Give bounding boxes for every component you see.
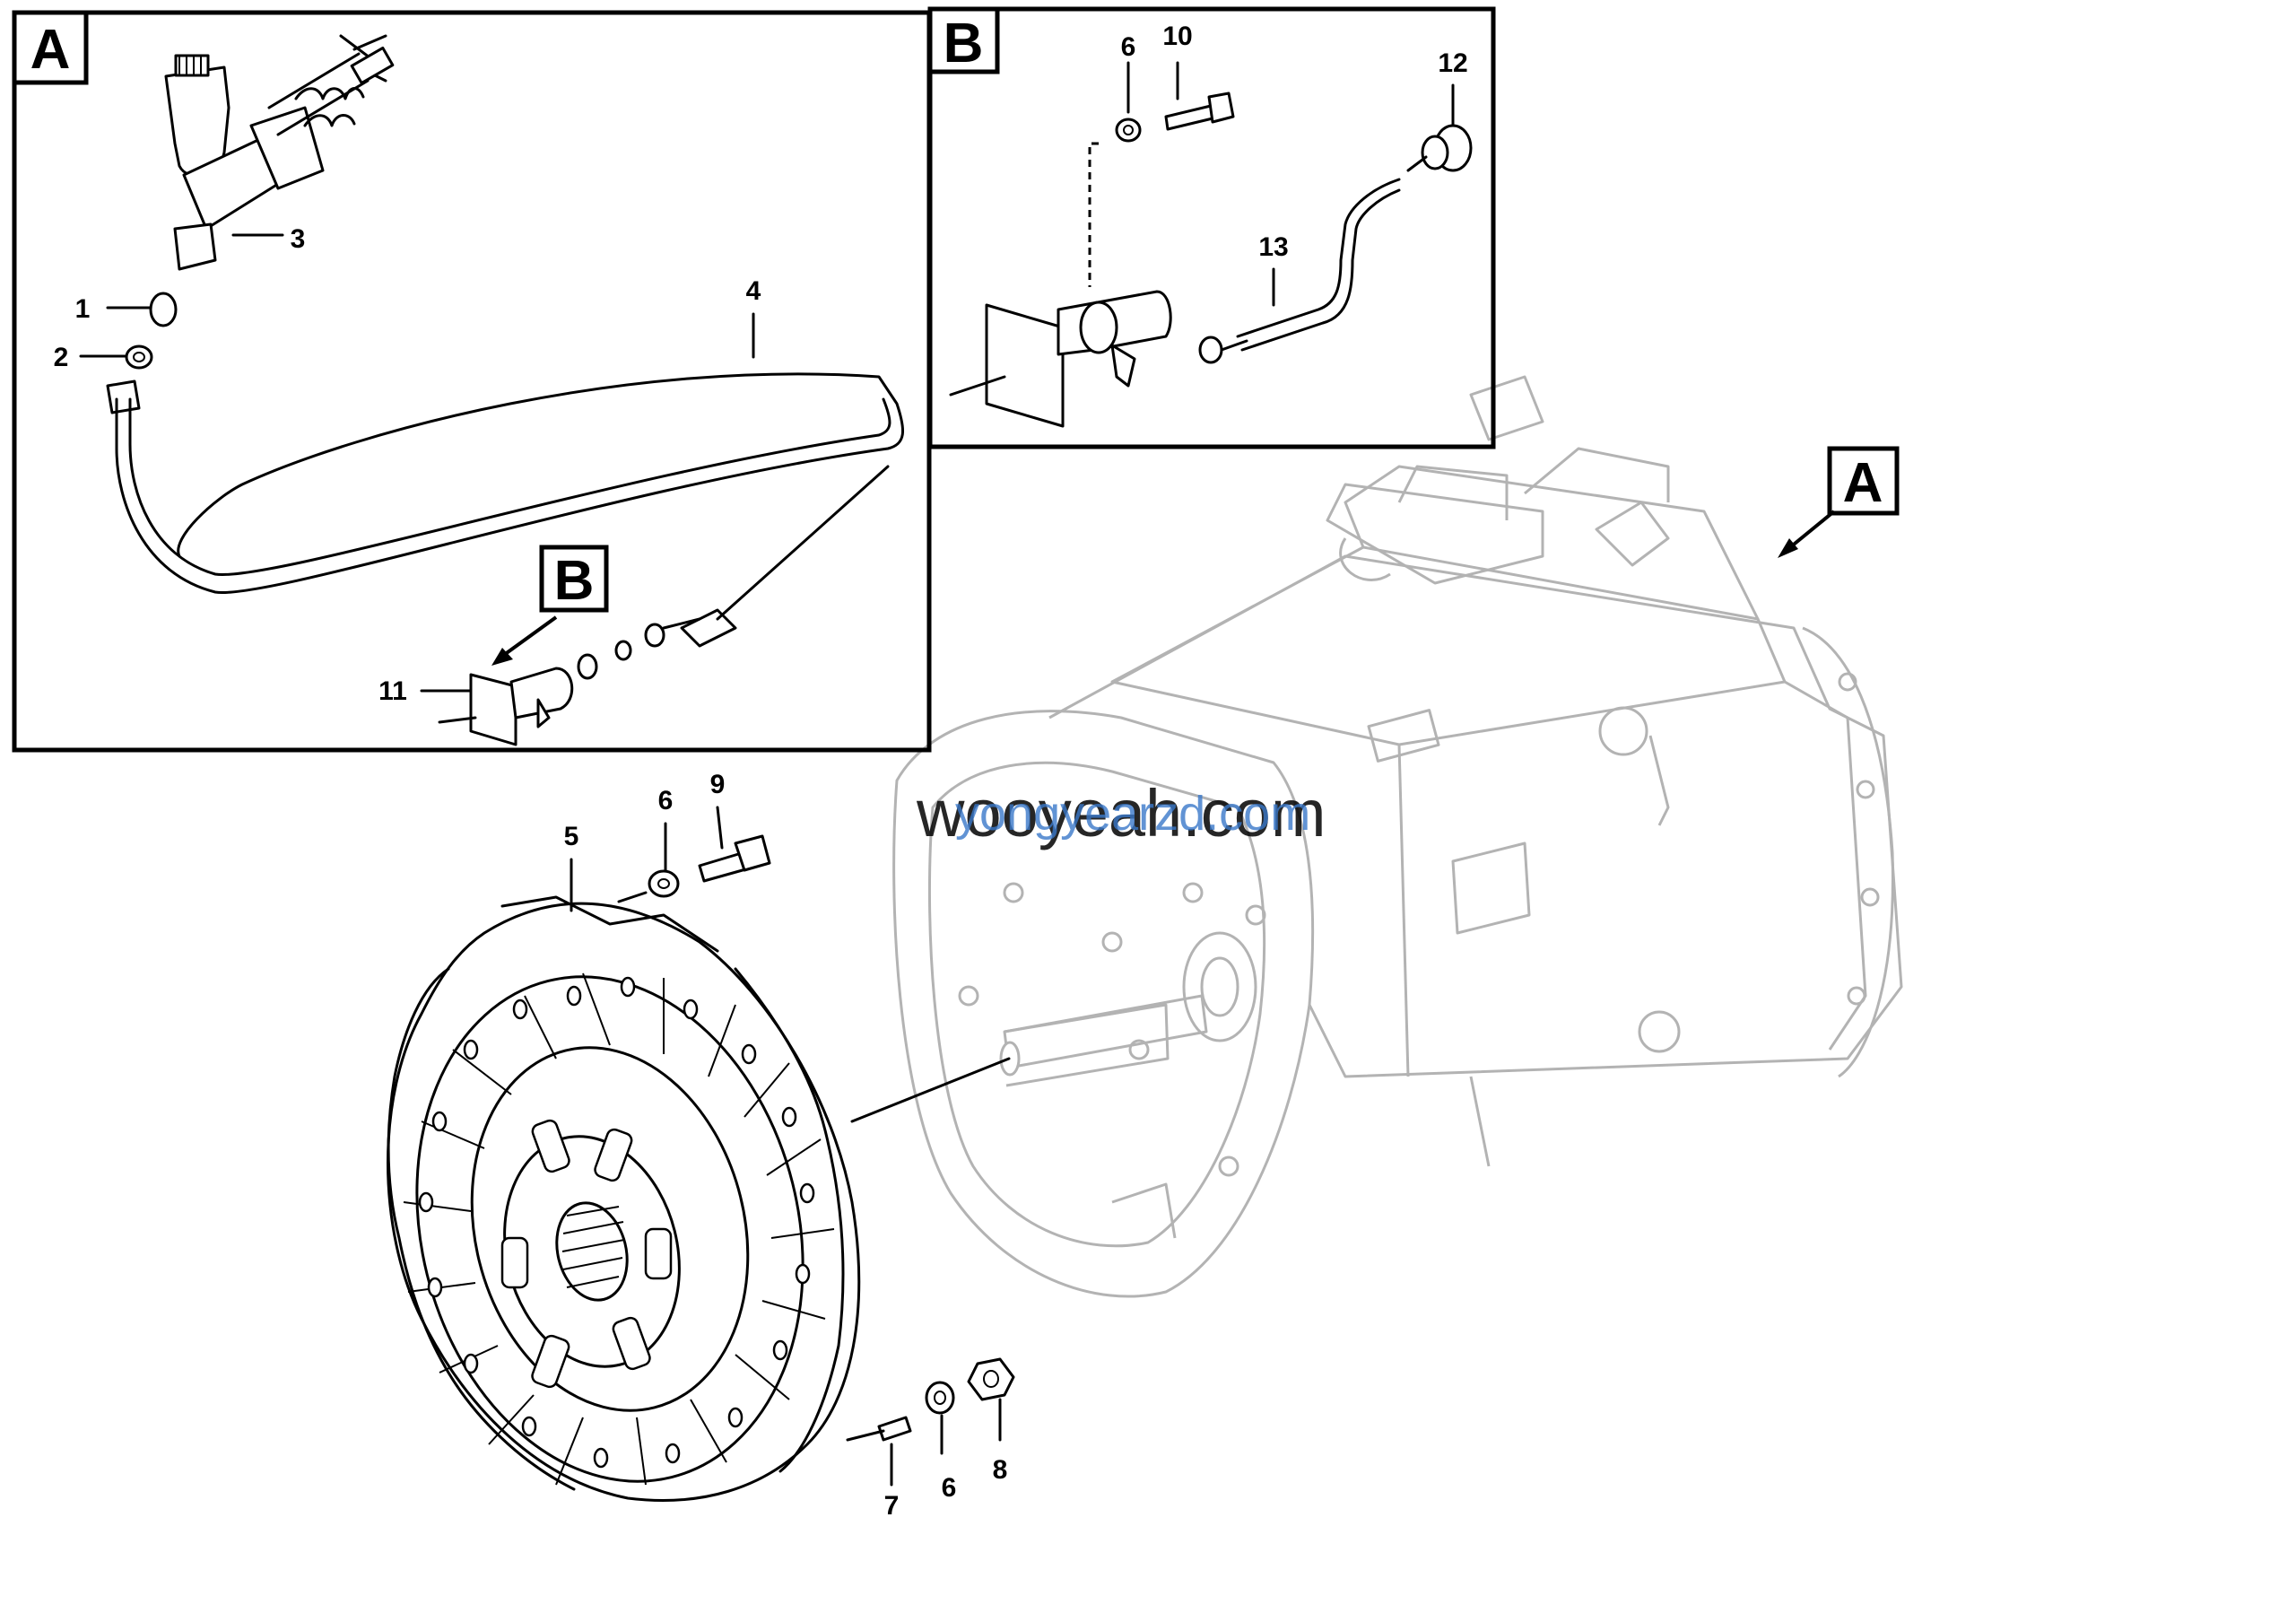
fitting-1-drawing — [149, 292, 178, 327]
watermark: wooyeah.com yongyearzd.com — [916, 776, 1326, 850]
transmission-housing-drawing — [892, 375, 1903, 1298]
bolt-9-drawing — [698, 834, 771, 883]
callout-5: 5 — [564, 822, 579, 851]
callout-8: 8 — [993, 1455, 1008, 1485]
stud-7-drawing — [846, 1416, 912, 1442]
callout-6a: 6 — [658, 786, 674, 815]
callout-b6: 6 — [1121, 32, 1136, 62]
nut-8-drawing — [967, 1357, 1015, 1401]
detail-box-a-letter: A — [30, 19, 71, 81]
view-marker-a-letter: A — [1843, 452, 1883, 514]
callout-12: 12 — [1438, 48, 1467, 78]
fitting-12-drawing — [1406, 124, 1473, 172]
slave-cylinder-drawing — [949, 290, 1172, 428]
washer-2-drawing — [125, 344, 153, 370]
watermark-text: wooyeah.com — [916, 776, 1326, 850]
washer-6-drawing — [1115, 118, 1142, 143]
washer-6a-drawing — [648, 869, 680, 898]
view-marker-b-letter: B — [554, 550, 595, 612]
callout-7: 7 — [884, 1491, 900, 1521]
washer-6b-drawing — [925, 1381, 955, 1415]
callout-9: 9 — [710, 770, 726, 799]
view-marker-b: B — [491, 545, 609, 666]
master-cylinder-drawing — [164, 34, 395, 271]
callout-4: 4 — [746, 276, 761, 306]
detail-box-b-letter: B — [944, 13, 984, 74]
hose-4-drawing — [106, 372, 905, 648]
callout-10: 10 — [1162, 22, 1192, 51]
callout-2: 2 — [54, 343, 69, 372]
clutch-pressure-plate-drawing — [387, 895, 1011, 1502]
callout-11: 11 — [378, 676, 407, 706]
watermark-overlay-text: yongyearzd.com — [955, 787, 1310, 841]
view-marker-a: A — [1778, 446, 1900, 558]
callout-6b: 6 — [942, 1473, 957, 1503]
slave-cylinder-11-drawing — [438, 617, 701, 746]
pipe-13-drawing — [1198, 178, 1401, 364]
callout-3: 3 — [291, 224, 306, 254]
detail-box-a: A B — [12, 10, 932, 753]
detail-box-b: B — [927, 6, 1496, 449]
callout-13: 13 — [1258, 232, 1288, 262]
callout-1: 1 — [75, 294, 91, 324]
bolt-10-drawing — [1164, 92, 1235, 131]
